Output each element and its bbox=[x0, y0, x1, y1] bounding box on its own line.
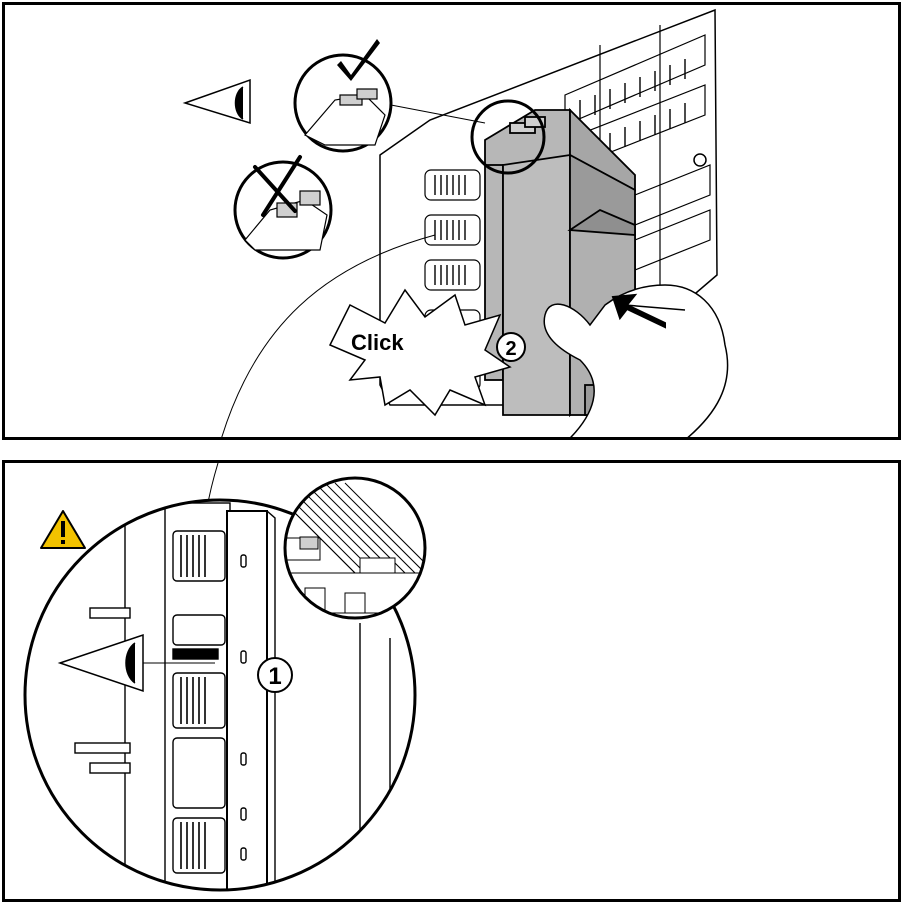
eye-icon bbox=[57, 633, 215, 693]
cross-mark-icon bbox=[253, 155, 302, 217]
step-1-panel: 1 bbox=[2, 460, 901, 902]
check-mark-icon bbox=[337, 39, 380, 81]
step-2-illustration: Click 2 bbox=[182, 8, 729, 437]
step-1-illustration: 1 bbox=[23, 463, 427, 892]
leader-line bbox=[221, 234, 436, 437]
click-label: Click bbox=[351, 330, 404, 355]
step-2-badge: 2 bbox=[496, 332, 526, 362]
step-1-badge: 1 bbox=[257, 657, 293, 693]
hand-illustration bbox=[543, 284, 729, 437]
warning-triangle-icon bbox=[40, 510, 86, 549]
step-2-panel: Click 2 bbox=[2, 2, 901, 440]
correct-detail bbox=[293, 39, 393, 153]
step-1-number: 1 bbox=[268, 663, 281, 690]
eye-icon bbox=[182, 78, 251, 125]
click-burst: Click bbox=[328, 288, 512, 417]
push-arrow-icon bbox=[611, 293, 666, 329]
incorrect-detail bbox=[233, 155, 333, 260]
latch-highlight-circle bbox=[470, 99, 546, 175]
step-2-number: 2 bbox=[505, 338, 516, 360]
